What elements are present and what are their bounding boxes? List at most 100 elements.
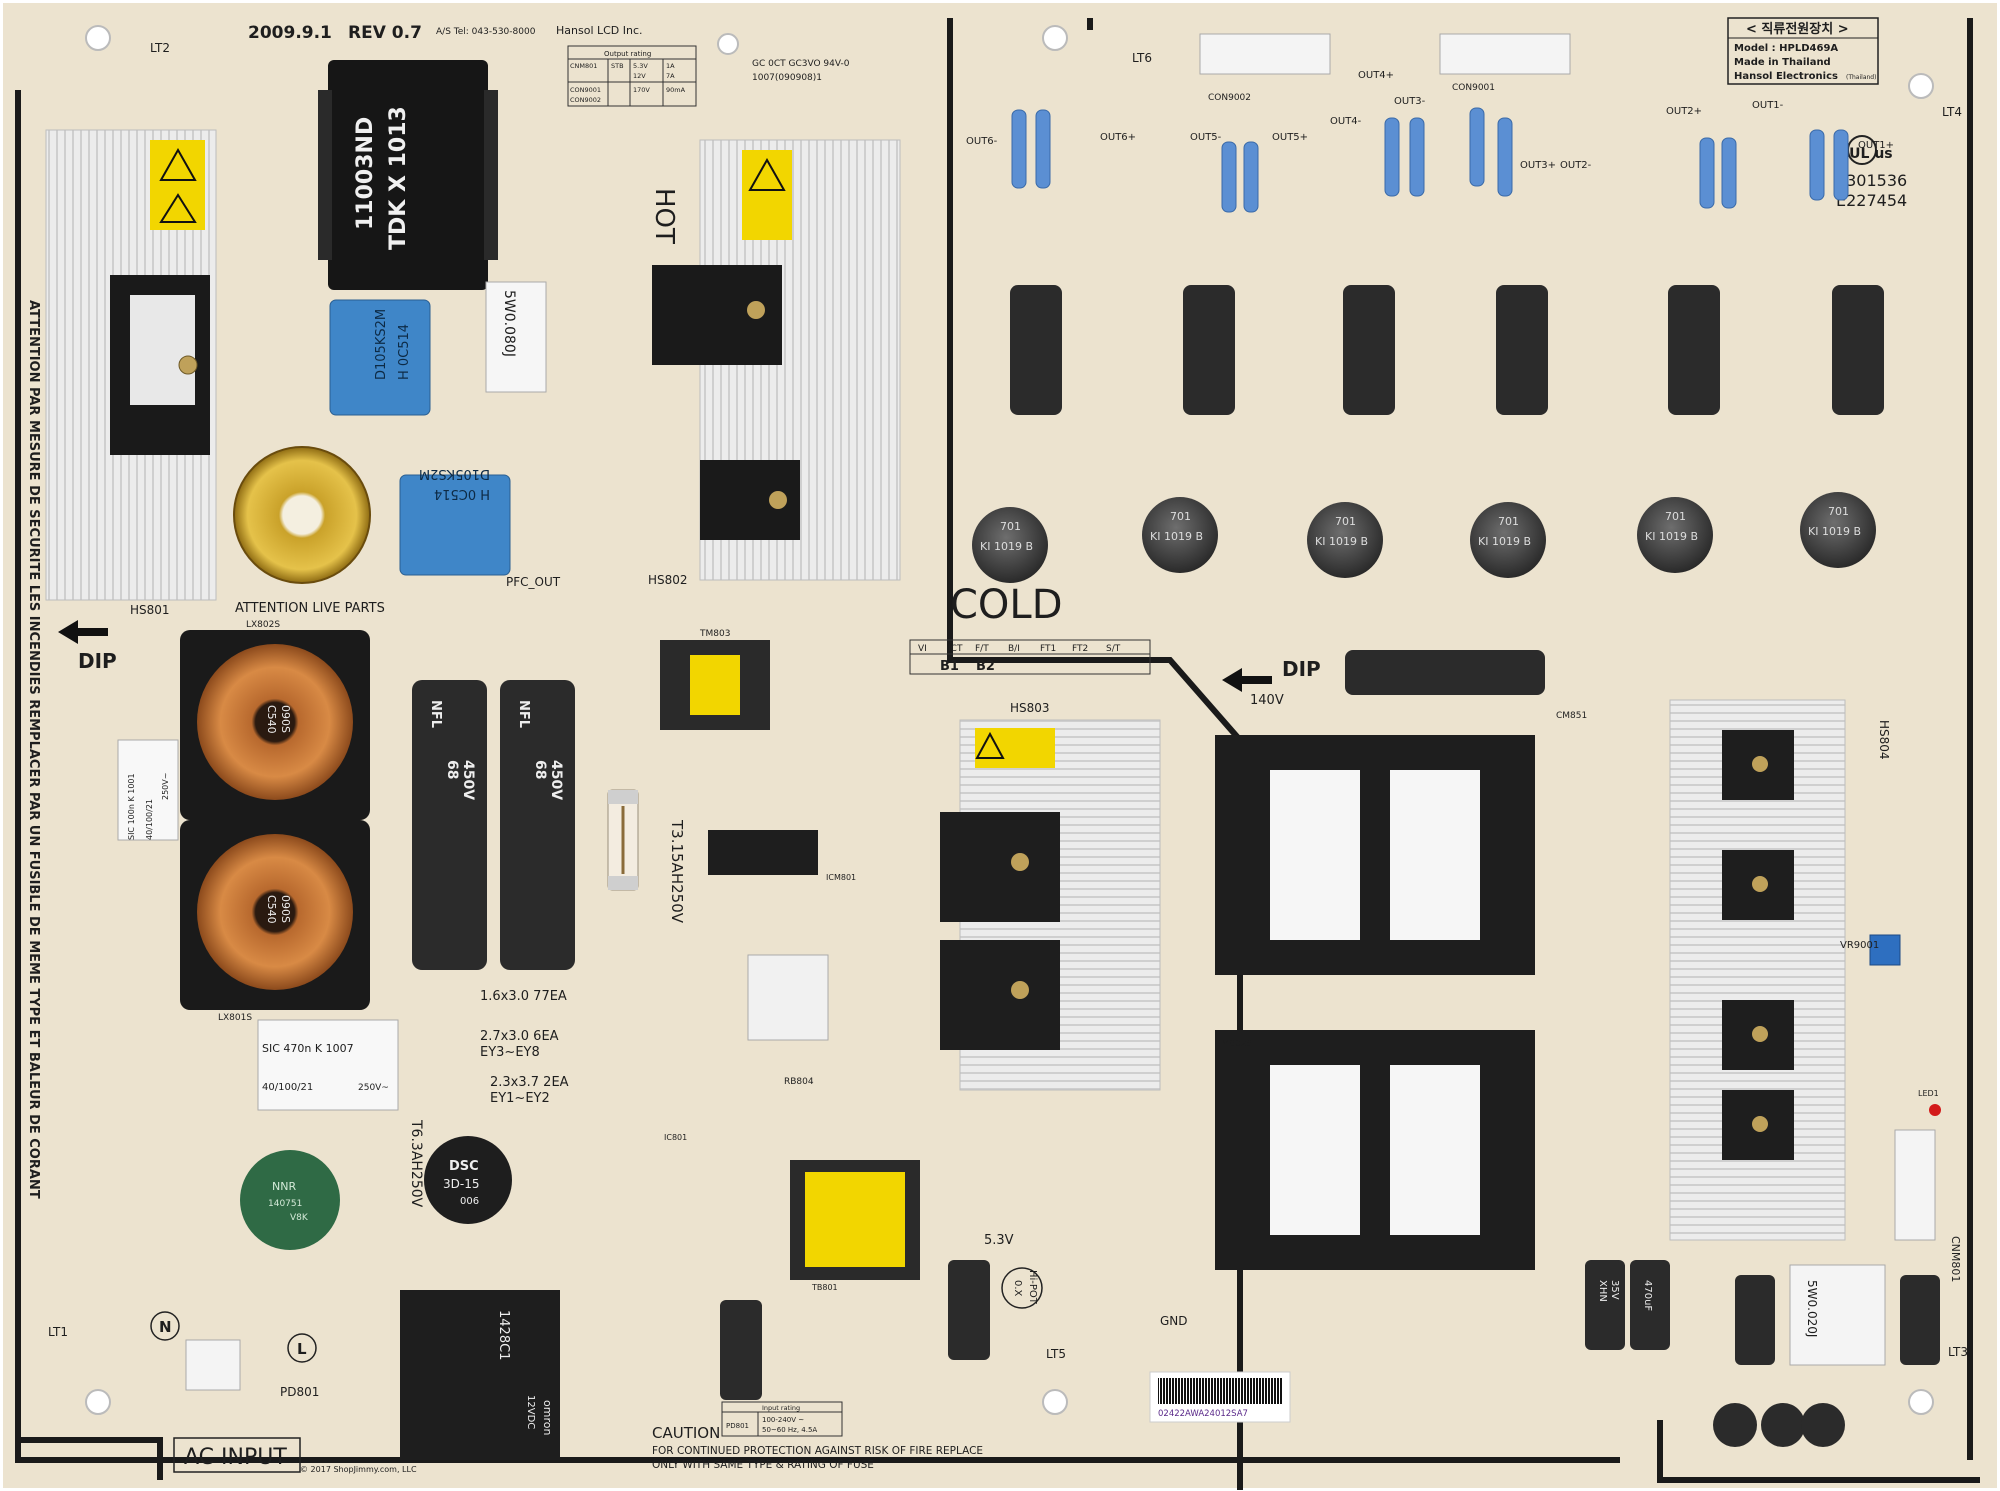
fuse-rating: T3.15AH250V	[668, 819, 686, 924]
cert-mark: GC 0CT GC3VO 94V-0	[752, 59, 850, 69]
barcode-text: 02422AWA24012SA7	[1158, 1409, 1248, 1419]
ref-label: RB804	[784, 1077, 814, 1087]
ref-label: LT2	[150, 41, 170, 55]
heatsink-hs801	[45, 129, 217, 601]
cap-text: NFL	[516, 700, 531, 728]
size-legend-text: 2.3x3.7 2EA	[490, 1075, 569, 1090]
ref-label: LT6	[1132, 51, 1152, 65]
cert-date-code: 1007(090908)1	[752, 73, 822, 83]
output-label: OUT5+	[1272, 132, 1308, 143]
varistor-text: 140751	[268, 1199, 302, 1209]
hs804-label: HS804	[1877, 720, 1891, 760]
hi-pot-label: Hi-POT	[1027, 1270, 1038, 1305]
output-label: OUT6-	[966, 136, 998, 147]
ul-mark: c UL us E301536 E227454	[1836, 135, 1907, 210]
input-rating-line: 50~60 Hz, 4.5A	[762, 1426, 817, 1434]
hi-pot-marker: Hi-POT 0.X	[1001, 1267, 1043, 1309]
output-label: OUT5-	[1190, 132, 1222, 143]
attention-side-text: ATTENTION PAR MESURE DE SECURITE LES INC…	[26, 300, 41, 1199]
barcode-sticker: 02422AWA24012SA7	[1149, 1371, 1291, 1423]
table-cell: CON9002	[570, 96, 601, 104]
attention-live: ATTENTION LIVE PARTS	[235, 601, 385, 616]
heatsink-hs802	[652, 139, 901, 581]
ref-label: LED1	[1918, 1089, 1939, 1098]
model-made: Made in Thailand	[1734, 57, 1831, 68]
pfc-toroid	[233, 446, 371, 584]
choke-text: C540	[265, 705, 278, 734]
cap-text: 470uF	[1642, 1280, 1653, 1311]
heatsink-hs803	[940, 719, 1161, 1091]
cap-text: 35V	[1609, 1280, 1620, 1300]
dip-label: DIP	[78, 649, 117, 673]
cap-text: 68	[444, 760, 460, 779]
resistor-text: 5W0.080J	[501, 290, 517, 357]
ul-text: c UL us	[1836, 146, 1893, 162]
ref-label: LT5	[1046, 1347, 1066, 1361]
standby-transformer-1	[660, 640, 770, 730]
llc-transformer-1	[1215, 735, 1535, 975]
caution-title: CAUTION	[652, 1424, 720, 1442]
relay-omron: 1428C1 omron 12VDC	[400, 1290, 560, 1460]
inductor-text: 701	[1665, 510, 1686, 523]
model-company: Hansol Electronics	[1734, 71, 1838, 82]
output-capacitors	[1010, 285, 1884, 415]
inductor-text: 701	[1000, 520, 1021, 533]
x-cap-text: SIC 100n K 1001	[127, 773, 136, 840]
inductor-text: 701	[1828, 505, 1849, 518]
small-cap	[1713, 1403, 1757, 1447]
varistor-green: NNR 140751 V8K	[240, 1150, 340, 1250]
output-labels: OUT4+ OUT3- OUT6+ OUT5- OUT5+ OUT4- OUT6…	[966, 70, 1894, 171]
check-cell: F/T	[975, 644, 989, 654]
size-legend-text: EY1~EY2	[490, 1091, 550, 1106]
choke-text: 090S	[279, 895, 292, 923]
mounting-holes	[85, 25, 1934, 1415]
output-label: OUT1-	[1752, 100, 1784, 111]
ntc-thermistor: DSC 3D-15 006	[424, 1136, 512, 1224]
cert-e1: E301536	[1836, 171, 1907, 190]
ref-label: LT3	[1948, 1345, 1968, 1359]
table-cell: 170V	[633, 86, 650, 94]
resistor-text: 5W0.020J	[1805, 1280, 1819, 1337]
blue-cap-text: H 0C514	[434, 486, 490, 501]
cap-text: 68	[532, 760, 548, 779]
ac-input-box: AC INPUT	[173, 1437, 301, 1473]
led-indicator	[1929, 1104, 1941, 1116]
cement-resistor: 5W0.080J	[485, 281, 547, 393]
inductor-text: KI 1019 B	[980, 540, 1033, 553]
check-cell: B/I	[1008, 644, 1020, 654]
inductor-text: 701	[1335, 515, 1356, 528]
small-cap	[1801, 1403, 1845, 1447]
input-rating-title: Input rating	[762, 1404, 800, 1412]
x-cap-text: 250V~	[358, 1083, 389, 1093]
transformer-code: 11003ND	[353, 117, 378, 230]
size-legend-text: EY3~EY8	[480, 1045, 540, 1060]
board-maker: Hansol LCD Inc.	[556, 24, 643, 37]
connector-cnm801	[1894, 1129, 1936, 1241]
v53-label: 5.3V	[984, 1233, 1014, 1248]
ref-label: VR9001	[1840, 940, 1879, 951]
neutral-marker: N	[150, 1311, 180, 1341]
copyright: © 2017 ShopJimmy.com, LLC	[300, 1465, 417, 1474]
hs801-label: HS801	[130, 603, 170, 617]
fuse-small-rating: T6.3AH250V	[408, 1119, 424, 1208]
output-inductor-5: 701 KI 1019 B	[1637, 497, 1713, 573]
varistor-text: V8K	[290, 1213, 309, 1223]
hi-pot-value: 0.X	[1012, 1280, 1023, 1297]
neutral-label: N	[159, 1318, 172, 1336]
cap-text: 450V	[460, 760, 476, 800]
blue-cap-text: D105KS2M	[419, 466, 490, 481]
output-inductor-1: 701 KI 1019 B	[972, 507, 1048, 583]
inductor-text: KI 1019 B	[1315, 535, 1368, 548]
trimmer-vr9001	[1869, 934, 1901, 966]
ref-label: CM851	[1556, 711, 1587, 721]
output-rating-title: Output rating	[604, 50, 651, 58]
ref-label: CON9002	[1208, 93, 1251, 103]
cap-text: XHN	[1597, 1280, 1608, 1302]
relay-text: 12VDC	[525, 1395, 536, 1429]
output-label: OUT3-	[1394, 96, 1426, 107]
x-cap-text: SIC 470n K 1007	[262, 1042, 354, 1055]
cert-e2: E227454	[1836, 191, 1907, 210]
relay-text: 1428C1	[496, 1310, 511, 1360]
inductor-text: KI 1019 B	[1808, 525, 1861, 538]
